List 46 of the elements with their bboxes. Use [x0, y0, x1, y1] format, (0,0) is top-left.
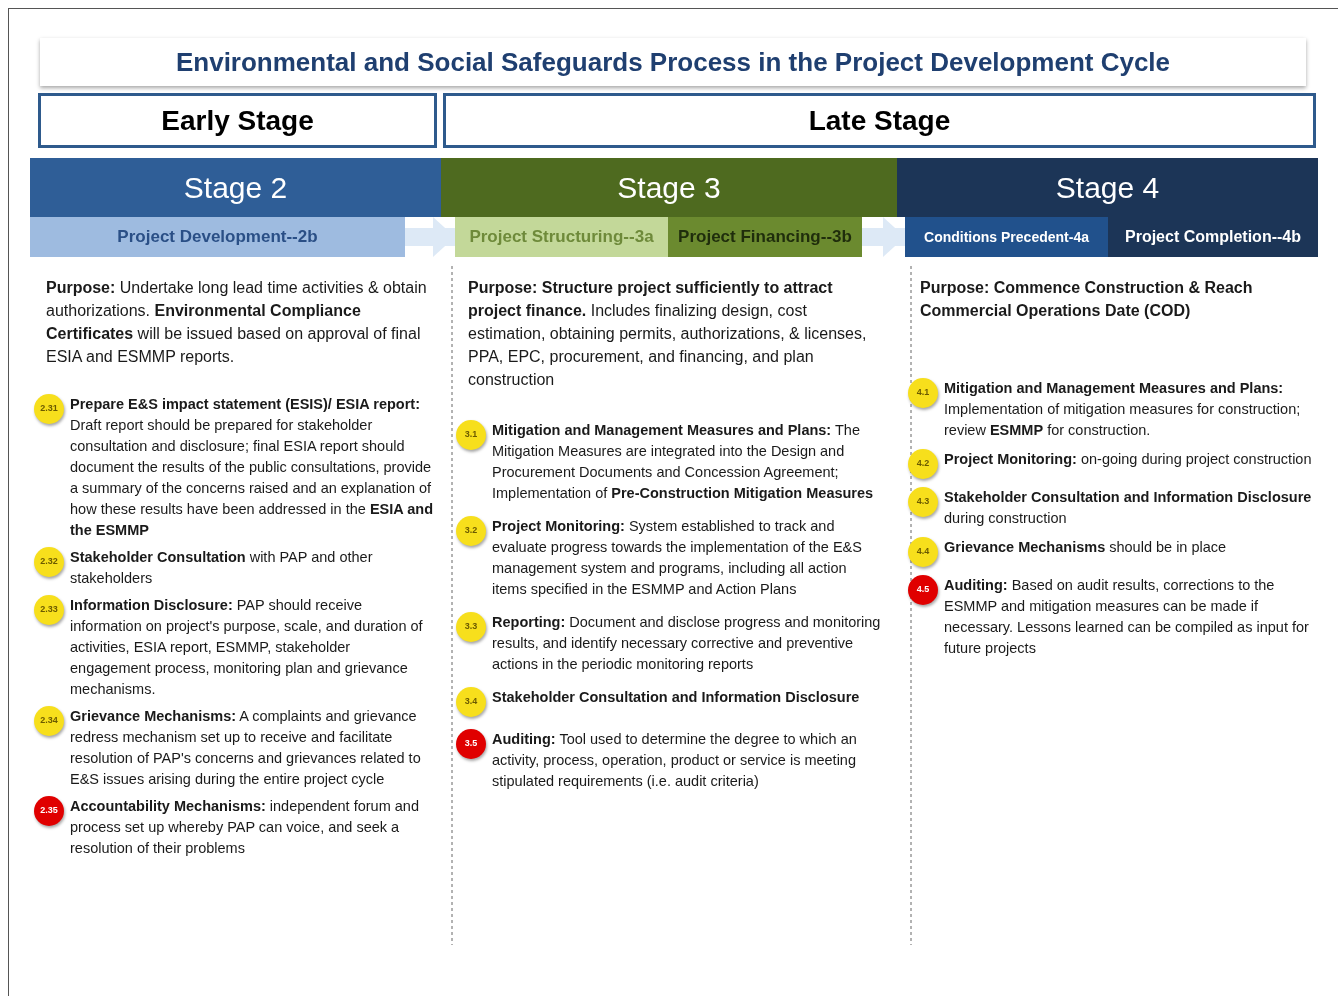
step-description: Reporting: Document and disclose progress and monitoring results, and identify necessary corrective and preventive actions in the periodic monitoring reports [492, 613, 882, 674]
step-number-badge: 3.2 [456, 516, 486, 546]
step-description: Accountability Mechanisms: independent forum and process set up whereby PAP can voice, and seek a resolution of their problems [70, 797, 420, 858]
stage-band: Stage 3 [441, 158, 897, 217]
step-description: Prepare E&S impact statement (ESIS)/ ESIA report: Draft report should be prepared for stakeholder consultation and disclosure; final ESIA report should document the results of the public consultations, provide a summary of the concerns raised and an explanation of how these results have been addressed in the ESIA and the ESMMP [70, 395, 434, 540]
step-number-badge: 4.3 [908, 487, 938, 517]
step-number-badge: 2.32 [34, 547, 64, 577]
step-description: Project Monitoring: System established to track and evaluate progress towards the implementation of the E&S management system and programs, including all action items specified in the ESMMP and Action Plans [492, 517, 863, 599]
step-description: Project Monitoring: on-going during project construction [944, 450, 1312, 469]
phase-band: Project Development--2b [30, 217, 405, 257]
step-description: Grievance Mechanisms: A complaints and grievance redress mechanism set up to receive and facilitate resolution of PAP's concerns and grievances related to E&S issues arising during the entire project cycle [70, 707, 422, 789]
step-number-badge: 3.5 [456, 729, 486, 759]
step-number-badge: 2.34 [34, 706, 64, 736]
step-number-badge: 3.1 [456, 420, 486, 450]
stage-band: Stage 2 [30, 158, 441, 217]
step-number-badge: 2.33 [34, 595, 64, 625]
stage-band: Stage 4 [897, 158, 1318, 217]
step-description: Auditing: Based on audit results, corrections to the ESMMP and mitigation measures can be made if necessary. Lessons learned can be compiled as input for future projects [944, 576, 1310, 658]
purpose-text: Purpose: Commence Construction & Reach Commercial Operations Date (COD) [920, 278, 1254, 321]
step-number-badge: 3.3 [456, 612, 486, 642]
step-description: Mitigation and Management Measures and Plans: The Mitigation Measures are integrated into the Design and Procurement Documents and Concession Agreement; Implementation of Pre-Construction Mitigation Measures [492, 421, 875, 503]
step-description: Grievance Mechanisms should be in place [944, 538, 1227, 557]
step-description: Stakeholder Consultation and Information Disclosure [492, 688, 860, 707]
step-number-badge: 4.5 [908, 575, 938, 605]
step-number-badge: 4.4 [908, 537, 938, 567]
step-description: Auditing: Tool used to determine the degree to which an activity, process, operation, product or service is meeting stipulated requirements (i.e. audit criteria) [492, 730, 858, 791]
step-number-badge: 2.35 [34, 796, 64, 826]
step-description: Information Disclosure: PAP should receive information on project's purpose, scale, and duration of activities, ESIA report, ESMMP, stakeholder engagement process, monitoring plan and grievance mechanisms. [70, 596, 424, 699]
purpose-text: Purpose: Structure project sufficiently to attract project finance. Includes finalizing design, cost estimation, obtaining permits, authorizations, & licenses, PPA, EPC, procurement, and financing, and plan construction [468, 278, 868, 390]
purpose-text: Purpose: Undertake long lead time activities & obtain authorizations. Environmental Compliance Certificates will be issued based on approval of final ESIA and ESMMP reports. [46, 278, 428, 367]
stage-group-box: Late Stage [443, 93, 1316, 148]
phase-band: Project Structuring--3a [455, 217, 668, 257]
arrow [862, 217, 905, 257]
arrow [405, 217, 455, 257]
phase-band: Project Financing--3b [668, 217, 862, 257]
phase-band: Project Completion--4b [1108, 217, 1318, 257]
diagram-title: Environmental and Social Safeguards Process in the Project Development Cycle [40, 38, 1306, 86]
step-description: Stakeholder Consultation with PAP and other stakeholders [70, 548, 374, 588]
step-number-badge: 2.31 [34, 394, 64, 424]
stage-group-box: Early Stage [38, 93, 437, 148]
step-number-badge: 4.1 [908, 378, 938, 408]
step-description: Mitigation and Management Measures and Plans: Implementation of mitigation measures for construction; review ESMMP for construction. [944, 379, 1302, 440]
step-number-badge: 4.2 [908, 449, 938, 479]
phase-band: Conditions Precedent-4a [905, 217, 1108, 257]
step-description: Stakeholder Consultation and Information Disclosure during construction [944, 488, 1313, 528]
step-number-badge: 3.4 [456, 687, 486, 717]
